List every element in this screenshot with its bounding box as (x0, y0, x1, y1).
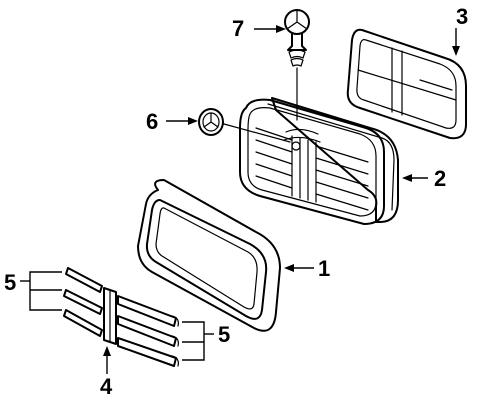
leader-lines (20, 25, 460, 374)
callout-1: 1 (318, 256, 330, 281)
part-4-clip (103, 287, 117, 345)
callout-2: 2 (434, 166, 446, 191)
callout-6: 6 (146, 109, 158, 134)
part-1-grille-shell (137, 179, 281, 332)
callout-5-left: 5 (4, 270, 16, 295)
part-5-mouldings-left (63, 267, 103, 337)
callout-4: 4 (100, 374, 113, 399)
callout-5-right: 5 (218, 322, 230, 347)
part-2-grille-frame (239, 97, 399, 225)
part-3-headlamp-frame (346, 28, 467, 140)
part-5-mouldings-right (117, 295, 179, 367)
callout-3: 3 (456, 4, 468, 29)
callout-7: 7 (232, 16, 244, 41)
part-7-hood-ornament (284, 9, 310, 121)
part-6-emblem (198, 108, 291, 143)
